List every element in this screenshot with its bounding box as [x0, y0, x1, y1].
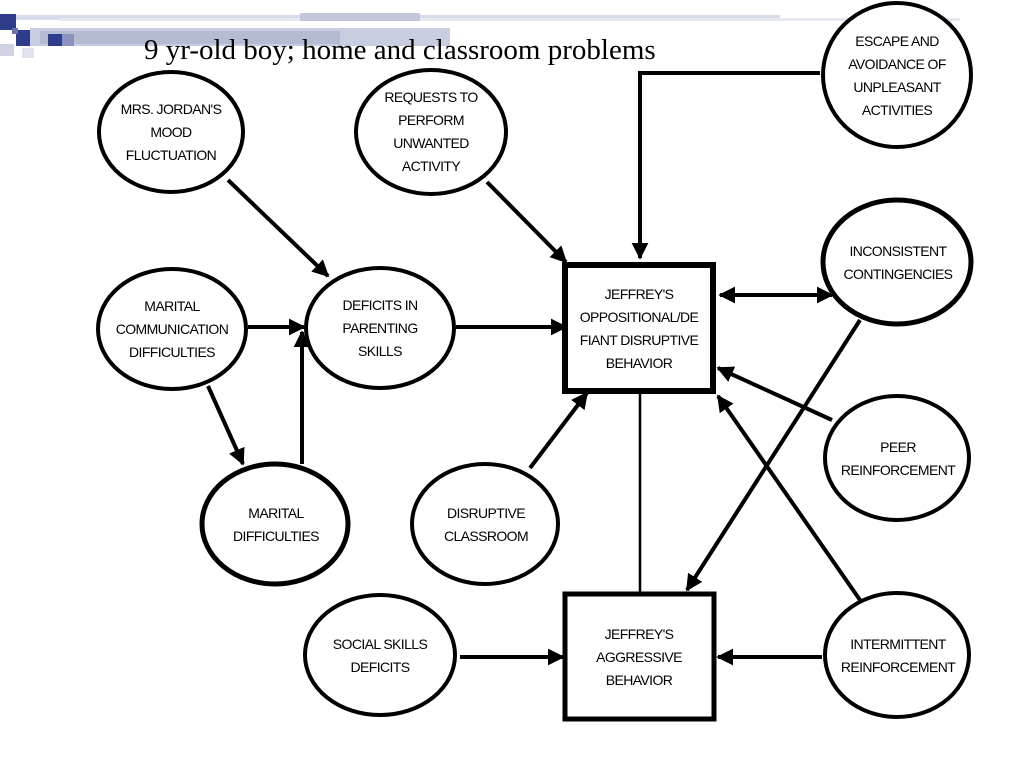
label-inconsistent: INCONSISTENT CONTINGENCIES	[843, 243, 953, 282]
arrow-requests-to-oppositional	[485, 180, 568, 264]
header-decoration	[0, 13, 960, 58]
label-social: SOCIAL SKILLS DEFICITS	[332, 636, 428, 675]
node-marital-communication	[96, 267, 248, 391]
slide-title: 9 yr-old boy; home and classroom problem…	[144, 34, 656, 66]
node-marital-difficulties	[199, 461, 351, 587]
node-disruptive-classroom	[410, 462, 560, 586]
node-social-skills	[303, 593, 457, 717]
label-marital-comm: MARITAL COMMUNICATION DIFFICULTIES	[115, 297, 229, 360]
label-marital-diff: MARITAL DIFFICULTIES	[233, 505, 319, 544]
arrow-escape-to-oppositional	[631, 71, 820, 260]
label-requests: REQUESTS TO PERFORM UNWANTED ACTIVITY	[384, 89, 478, 174]
label-mood: MRS. JORDAN'S MOOD FLUCTUATION	[120, 100, 222, 163]
node-escape-avoidance	[821, 1, 973, 149]
arrow-mood-to-parenting	[226, 178, 330, 278]
node-oppositional-behavior	[562, 262, 716, 394]
arrow-intermittent-to-oppositional	[716, 394, 862, 602]
node-intermittent-reinforcement	[823, 591, 971, 719]
arrow-peer-to-oppositional	[716, 366, 833, 422]
label-oppositional: JEFFREY'S OPPOSITIONAL/DE FIANT DISRUPTI…	[579, 286, 699, 371]
arrow-maritalcomm-to-maritaldiff	[206, 385, 245, 466]
label-disruptive-class: DISRUPTIVE CLASSROOM	[443, 505, 529, 544]
label-escape: ESCAPE AND AVOIDANCE OF UNPLEASANT ACTIV…	[848, 33, 946, 118]
node-requests	[354, 68, 508, 196]
node-aggressive-behavior	[562, 591, 717, 722]
node-inconsistent-contingencies	[820, 197, 974, 327]
label-intermittent: INTERMITTENT REINFORCEMENT	[840, 636, 956, 675]
arrow-inconsistent-to-aggressive	[685, 318, 862, 592]
label-aggressive: JEFFREY'S AGGRESSIVE BEHAVIOR	[596, 625, 682, 688]
node-mood-fluctuation	[97, 70, 245, 194]
node-parenting-deficits	[304, 266, 456, 390]
label-parenting: DEFICITS IN PARENTING SKILLS	[342, 296, 418, 359]
arrow-disruptiveclass-to-oppositional	[528, 391, 589, 470]
label-peer: PEER REINFORCEMENT	[840, 439, 956, 478]
node-peer-reinforcement	[823, 394, 971, 522]
